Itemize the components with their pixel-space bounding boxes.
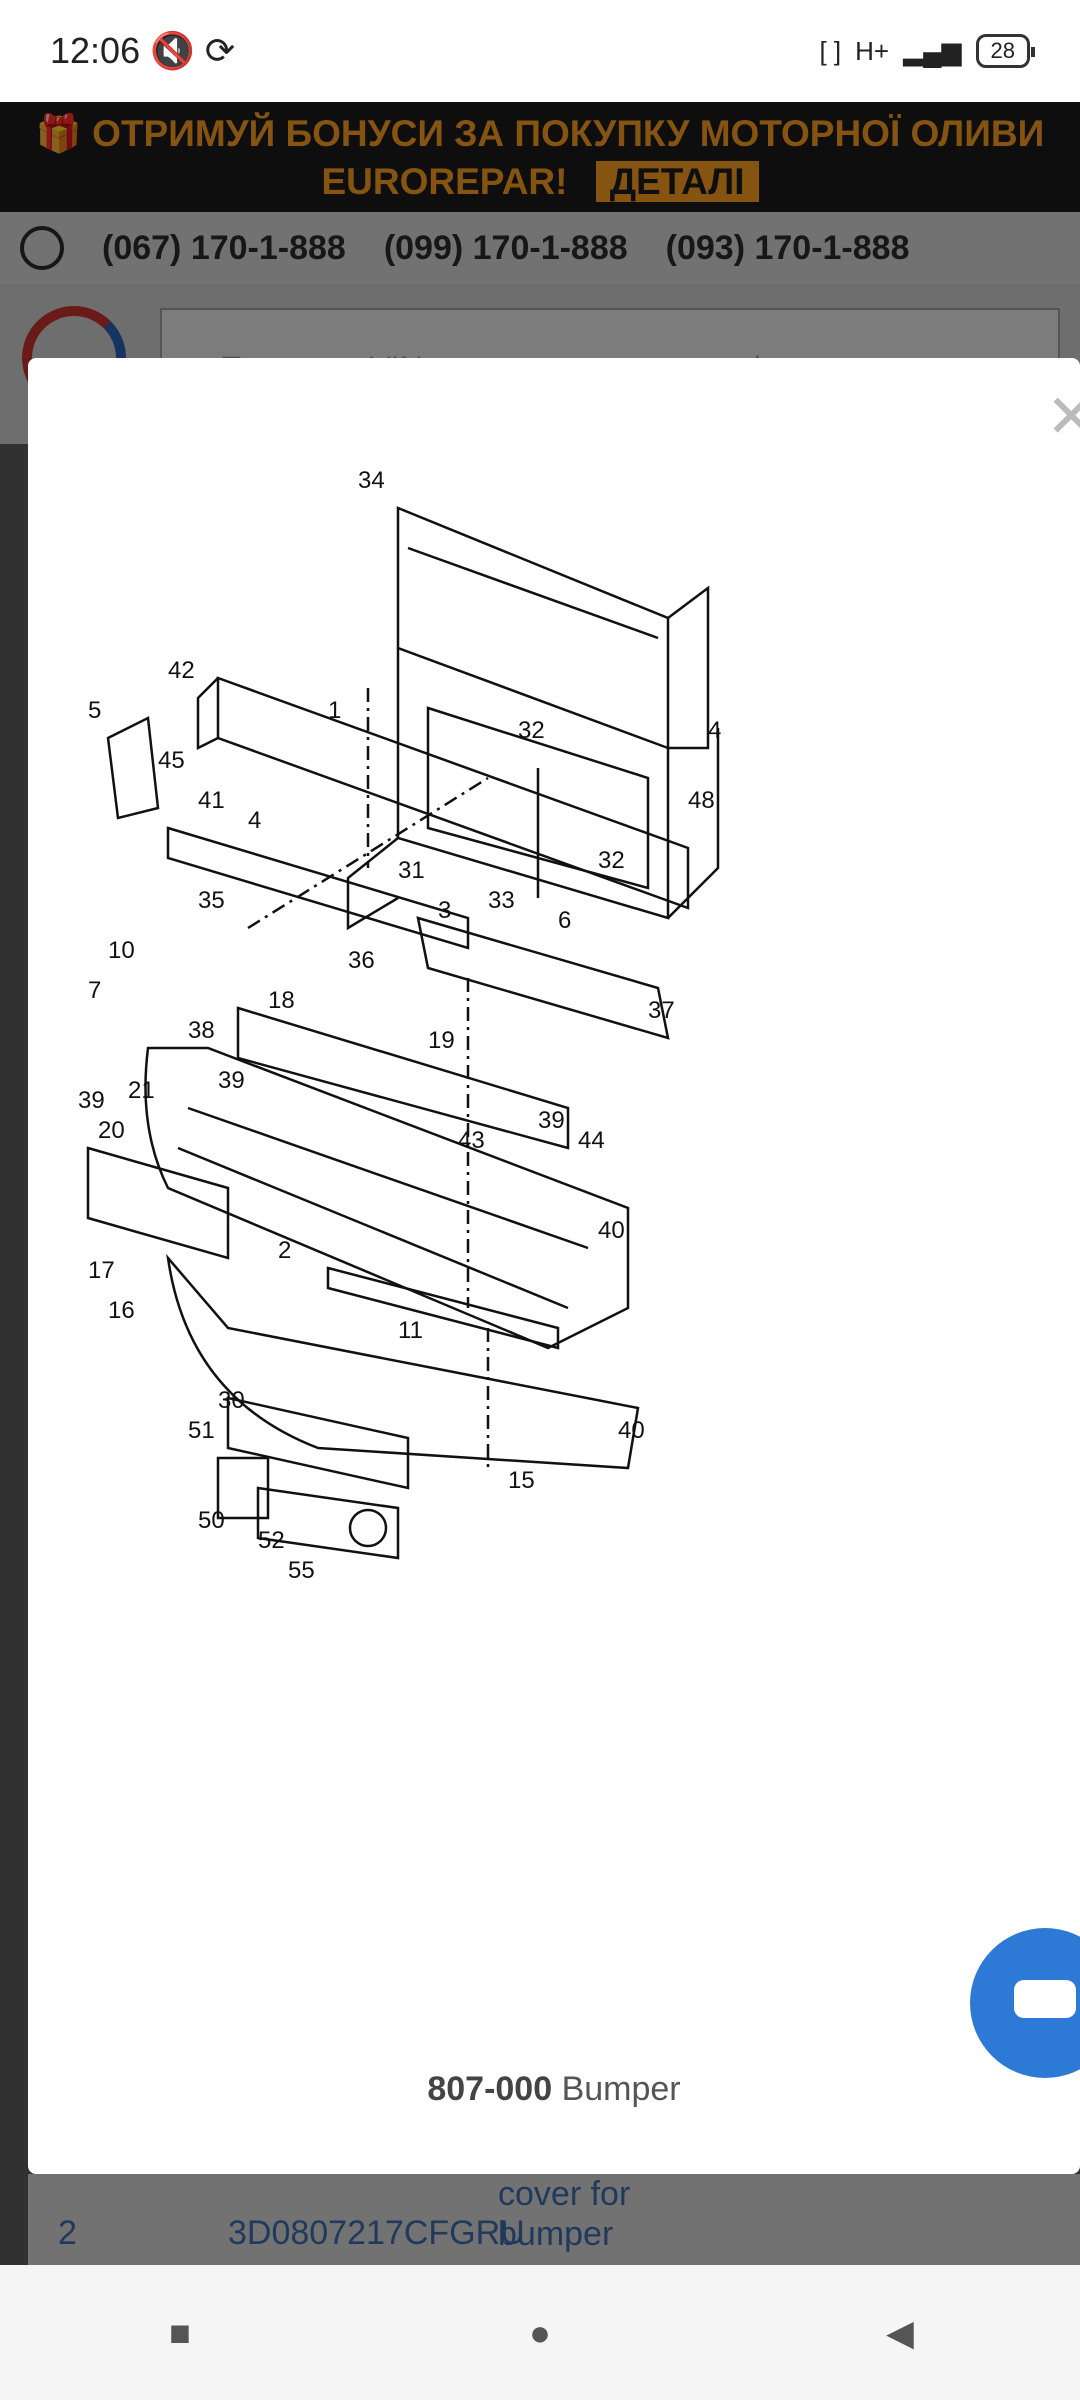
phone-3[interactable]: (093) 170-1-888 xyxy=(665,228,910,267)
svg-text:31: 31 xyxy=(398,857,425,884)
svg-text:32: 32 xyxy=(518,717,545,744)
table-row[interactable]: 2 3D0807217CFGRU cover for bumper xyxy=(28,2174,1080,2265)
svg-text:1: 1 xyxy=(328,697,341,724)
svg-text:39: 39 xyxy=(78,1087,105,1114)
phone-bar: (067) 170-1-888 (099) 170-1-888 (093) 17… xyxy=(0,212,1080,284)
svg-text:33: 33 xyxy=(488,887,515,914)
svg-text:35: 35 xyxy=(198,887,225,914)
diagram-caption: 807-000 Bumper xyxy=(28,2070,1080,2109)
svg-text:43: 43 xyxy=(458,1127,485,1154)
svg-text:19: 19 xyxy=(428,1027,455,1054)
svg-text:18: 18 xyxy=(268,987,295,1014)
svg-text:52: 52 xyxy=(258,1527,285,1554)
svg-text:21: 21 xyxy=(128,1077,155,1104)
svg-text:16: 16 xyxy=(108,1297,135,1324)
close-icon[interactable]: ✕ xyxy=(1046,383,1080,450)
square-icon[interactable]: ■ xyxy=(169,2311,191,2353)
battery-icon: 28 xyxy=(975,34,1036,68)
svg-text:11: 11 xyxy=(398,1317,423,1344)
svg-text:44: 44 xyxy=(578,1127,605,1154)
sync-icon: ⟳ xyxy=(204,30,236,71)
svg-text:15: 15 xyxy=(508,1467,535,1494)
svg-text:20: 20 xyxy=(98,1117,125,1144)
svg-text:34: 34 xyxy=(358,467,385,494)
circle-icon[interactable]: ● xyxy=(529,2311,551,2353)
svg-text:39: 39 xyxy=(538,1107,565,1134)
svg-text:17: 17 xyxy=(88,1257,115,1284)
phone-2[interactable]: (099) 170-1-888 xyxy=(383,228,628,267)
mute-icon: 🔇 xyxy=(150,30,195,71)
svg-text:38: 38 xyxy=(188,1017,215,1044)
phone-1[interactable]: (067) 170-1-888 xyxy=(102,228,346,267)
vibrate-icon: [ ] xyxy=(819,35,842,66)
svg-text:5: 5 xyxy=(88,697,101,724)
svg-text:45: 45 xyxy=(158,747,185,774)
caption-code: 807-000 xyxy=(427,2070,553,2108)
svg-text:40: 40 xyxy=(618,1417,645,1444)
svg-text:7: 7 xyxy=(88,977,101,1004)
svg-text:30: 30 xyxy=(218,1387,245,1414)
svg-text:51: 51 xyxy=(188,1417,215,1444)
svg-text:6: 6 xyxy=(558,907,571,934)
phone-icon xyxy=(20,226,64,270)
row-part-number[interactable]: 3D0807217CFGRU xyxy=(228,2214,525,2252)
svg-text:40: 40 xyxy=(598,1217,625,1244)
svg-text:41: 41 xyxy=(198,787,225,814)
clock: 12:06 xyxy=(50,30,141,71)
svg-text:55: 55 xyxy=(288,1557,315,1584)
row-description: cover for bumper xyxy=(498,2175,631,2253)
caption-name: Bumper xyxy=(561,2070,681,2108)
bumper-parts-diagram: 34 42 5 45 41 1 32 48 4 31 32 35 33 6 3 … xyxy=(78,467,721,1584)
svg-text:50: 50 xyxy=(198,1507,225,1534)
back-icon[interactable]: ◀ xyxy=(886,2311,914,2353)
svg-text:48: 48 xyxy=(688,787,715,814)
svg-text:32: 32 xyxy=(598,847,625,874)
chat-icon xyxy=(1014,1980,1076,2018)
svg-text:4: 4 xyxy=(248,807,261,834)
svg-text:36: 36 xyxy=(348,947,375,974)
svg-text:39: 39 xyxy=(218,1067,245,1094)
svg-text:37: 37 xyxy=(648,997,675,1024)
image-modal: ✕ xyxy=(28,358,1080,2174)
promo-text: 🎁 ОТРИМУЙ БОНУСИ ЗА ПОКУПКУ МОТОРНОЇ ОЛИ… xyxy=(35,113,1045,202)
row-index: 2 xyxy=(58,2214,77,2252)
svg-text:4: 4 xyxy=(708,717,721,744)
svg-text:42: 42 xyxy=(168,657,195,684)
promo-banner[interactable]: 🎁 ОТРИМУЙ БОНУСИ ЗА ПОКУПКУ МОТОРНОЇ ОЛИ… xyxy=(0,102,1080,212)
signal-icon: ▂▄▆ xyxy=(903,35,962,66)
svg-text:2: 2 xyxy=(278,1237,291,1264)
status-bar: 12:06 🔇 ⟳ [ ] H+ ▂▄▆ 28 xyxy=(0,0,1080,102)
svg-text:3: 3 xyxy=(438,897,451,924)
nav-bar: ■ ● ◀ xyxy=(0,2265,1080,2400)
svg-text:10: 10 xyxy=(108,937,135,964)
promo-details-button[interactable]: ДЕТАЛІ xyxy=(595,161,759,202)
chat-button[interactable] xyxy=(970,1928,1080,2078)
network-label: H+ xyxy=(855,35,890,66)
